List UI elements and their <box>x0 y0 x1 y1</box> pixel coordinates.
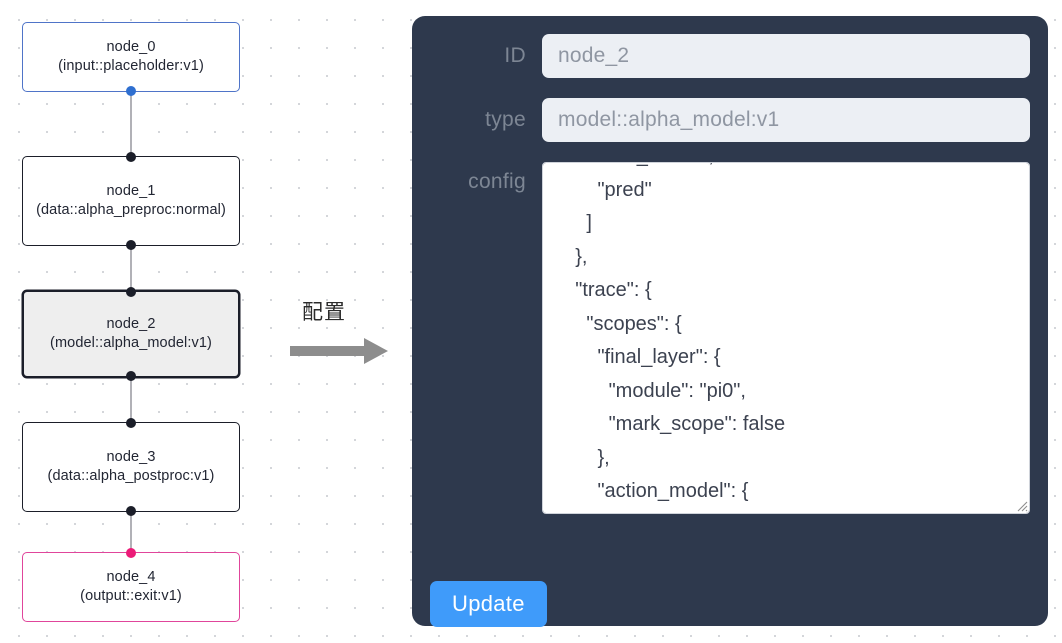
graph-node-node_1[interactable]: node_1 (data::alpha_preproc:normal) <box>22 152 240 250</box>
node-handle-source[interactable] <box>126 86 136 96</box>
config-textarea[interactable] <box>542 162 1030 514</box>
graph-node-node_4[interactable]: node_4 (output::exit:v1) <box>22 548 240 622</box>
node-subtitle: (output::exit:v1) <box>80 588 182 604</box>
id-input[interactable] <box>542 34 1030 78</box>
field-row-type: type <box>430 98 1030 142</box>
node-handle-source[interactable] <box>126 506 136 516</box>
node-title: node_1 <box>106 183 156 199</box>
edge-node2-node3 <box>130 378 132 422</box>
graph-node-node_0[interactable]: node_0 (input::placeholder:v1) <box>22 22 240 96</box>
node-subtitle: (data::alpha_preproc:normal) <box>36 202 226 218</box>
transition-annotation: 配置 <box>288 296 398 368</box>
type-field-label: type <box>485 108 526 131</box>
node-handle-target[interactable] <box>126 152 136 162</box>
node-title: node_2 <box>106 316 156 332</box>
field-row-config: config <box>430 162 1030 514</box>
config-textarea-wrapper <box>542 162 1030 514</box>
node-title: node_0 <box>106 39 156 55</box>
graph-node-node_3[interactable]: node_3 (data::alpha_postproc:v1) <box>22 418 240 516</box>
node-title: node_4 <box>106 569 156 585</box>
field-row-id: ID <box>430 34 1030 78</box>
edge-node3-node4 <box>130 512 132 552</box>
id-field-label: ID <box>504 44 526 67</box>
node-config-panel: ID type config <box>412 16 1048 626</box>
type-input[interactable] <box>542 98 1030 142</box>
edge-node1-node2 <box>130 246 132 290</box>
node-title: node_3 <box>106 449 156 465</box>
config-field-label: config <box>468 170 526 193</box>
node-handle-source[interactable] <box>126 240 136 250</box>
graph-node-node_2[interactable]: node_2 (model::alpha_model:v1) <box>22 287 240 381</box>
node-handle-source[interactable] <box>126 371 136 381</box>
node-handle-target[interactable] <box>126 418 136 428</box>
update-button[interactable]: Update <box>430 581 547 627</box>
node-subtitle: (model::alpha_model:v1) <box>50 335 212 351</box>
node-handle-target[interactable] <box>126 548 136 558</box>
node-subtitle: (input::placeholder:v1) <box>58 58 204 74</box>
node-subtitle: (data::alpha_postproc:v1) <box>47 468 215 484</box>
transition-label: 配置 <box>302 300 346 324</box>
arrow-right-icon <box>290 338 388 364</box>
node-handle-target[interactable] <box>126 287 136 297</box>
edge-node0-node1 <box>130 92 132 156</box>
